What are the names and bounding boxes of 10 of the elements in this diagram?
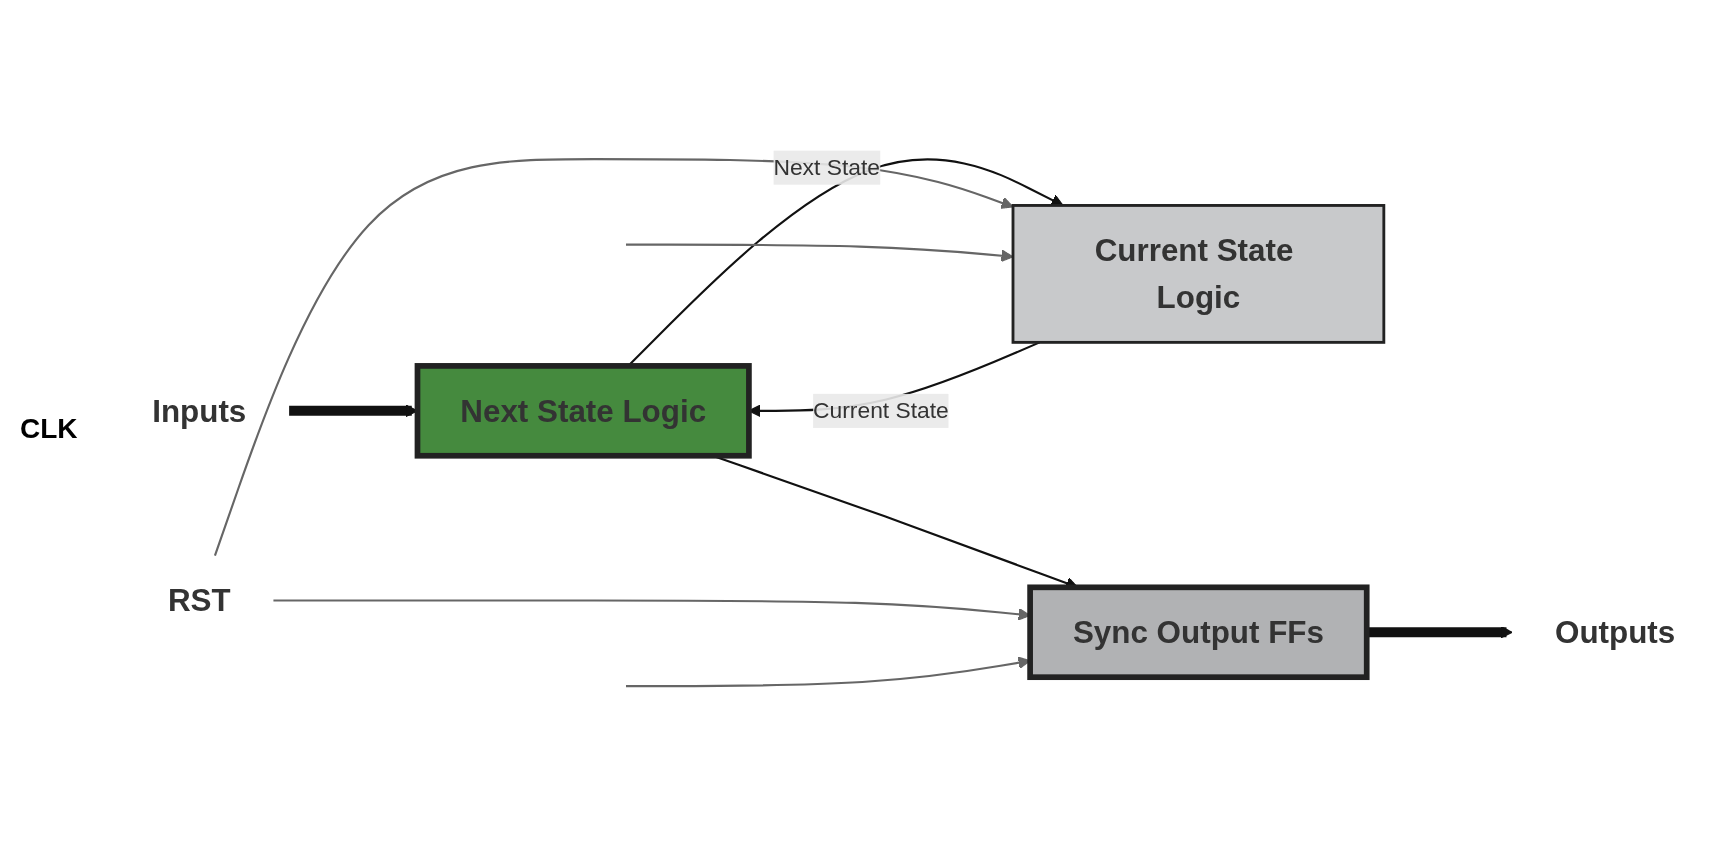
node-text: Outputs xyxy=(1554,614,1675,651)
arrow xyxy=(213,158,1014,556)
node-text: Inputs xyxy=(151,393,246,429)
edge-label: Current State xyxy=(812,397,949,423)
node-text: RST xyxy=(167,582,231,619)
node-box: Sync Output FFs xyxy=(1026,584,1370,681)
node-box: Next State Logic xyxy=(414,363,752,459)
node-box: Current State Logic xyxy=(1011,204,1385,344)
signal-label: CLK xyxy=(20,413,78,445)
edge-label: Next State xyxy=(772,154,880,180)
